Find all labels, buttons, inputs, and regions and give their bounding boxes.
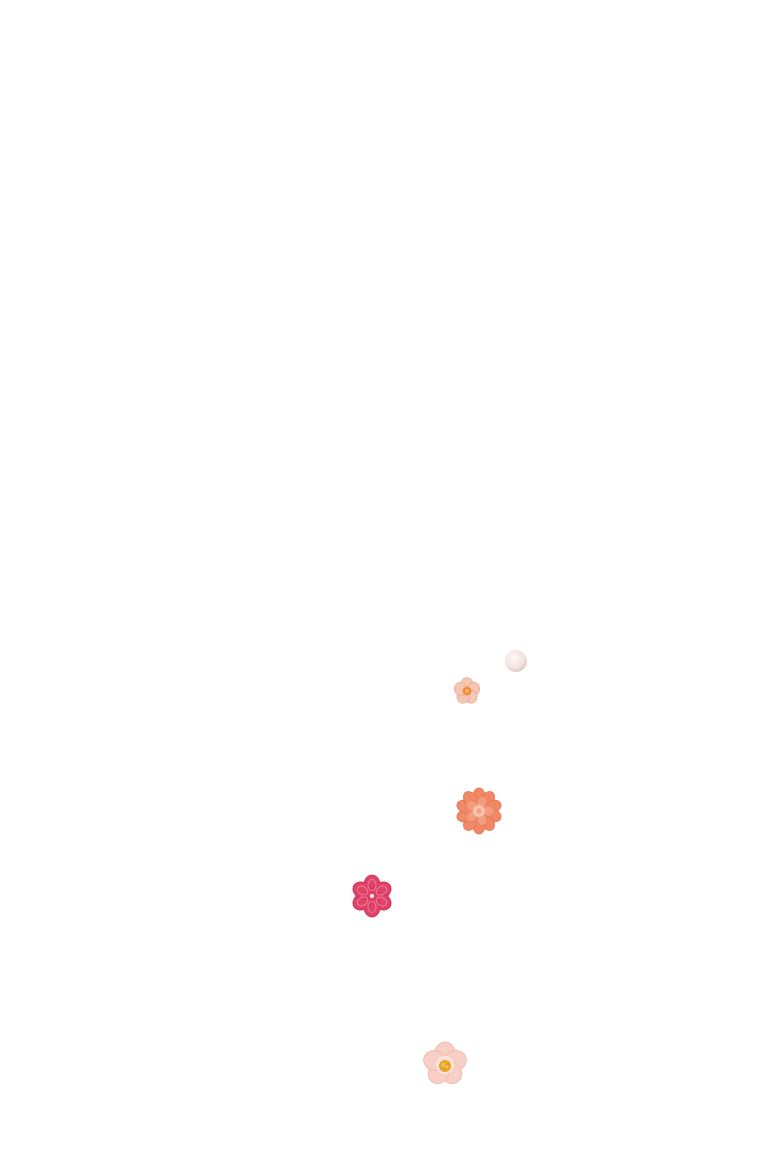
small-peach-blossom	[452, 676, 482, 706]
pale-blossom	[420, 1040, 470, 1088]
orange-chrysanthemum	[455, 786, 503, 836]
round-bud	[503, 648, 529, 674]
pink-plum-blossom	[348, 872, 396, 920]
